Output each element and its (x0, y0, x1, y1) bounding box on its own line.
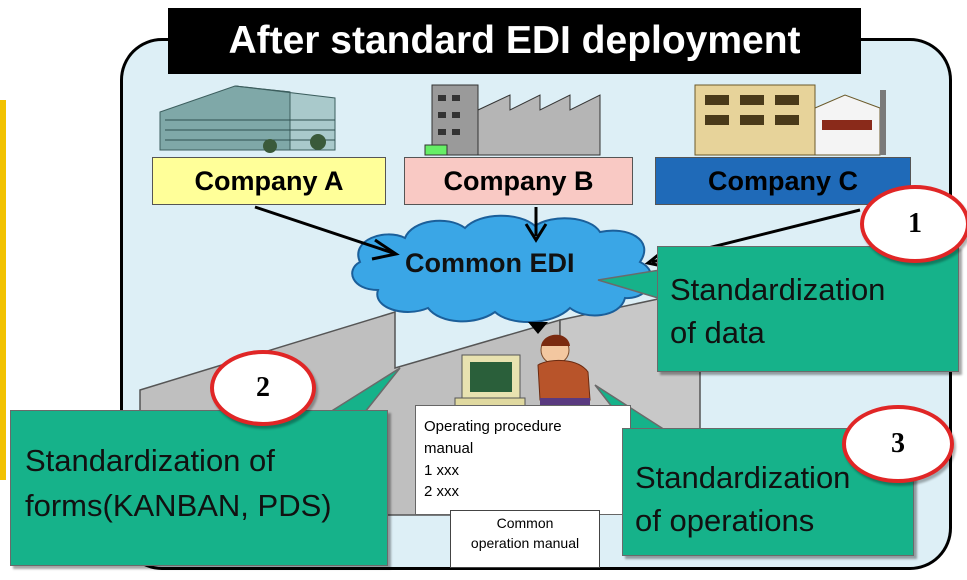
callout-ops-line2: of operations (635, 502, 815, 538)
badge-2: 2 (210, 350, 316, 426)
callout-standardization-forms: Standardization of forms(KANBAN, PDS) (10, 410, 388, 566)
callout-forms-line2: forms(KANBAN, PDS) (25, 487, 332, 523)
callout-data-line2: of data (670, 314, 765, 350)
left-accent-bar (0, 100, 6, 480)
callout-data-line1: Standardization (670, 272, 886, 307)
manual-line-3: 1 xxx (424, 461, 460, 479)
common-manual-line2: operation manual (470, 534, 580, 551)
down-arrowhead (528, 322, 548, 334)
manual-line-1: Operating procedure (424, 418, 562, 435)
manual-line-4: 2 xxx (424, 483, 460, 501)
callout-ops-line1: Standardization (635, 460, 851, 495)
page-title: After standard EDI deployment (168, 8, 861, 74)
common-edi-label: Common EDI (405, 248, 575, 278)
manual-line-2: manual (424, 439, 474, 457)
badge-1: 1 (860, 185, 967, 263)
callout-standardization-operations: Standardization of operations (622, 428, 914, 556)
callout-standardization-data: Standardization of data (657, 246, 959, 372)
common-manual-line1: Common (496, 515, 554, 531)
operating-procedure-manual: Operating procedure manual 1 xxx 2 xxx (415, 405, 631, 515)
common-operation-manual: Common operation manual (450, 510, 600, 568)
company-b-label: Company B (404, 157, 633, 205)
company-a-label: Company A (152, 157, 386, 205)
badge-3: 3 (842, 405, 954, 483)
company-c-label: Company C (655, 157, 911, 205)
callout-forms-line1: Standardization of (25, 443, 275, 478)
building-a-icon (159, 85, 336, 153)
factory-b-icon (424, 84, 601, 156)
building-c-icon (694, 84, 886, 156)
